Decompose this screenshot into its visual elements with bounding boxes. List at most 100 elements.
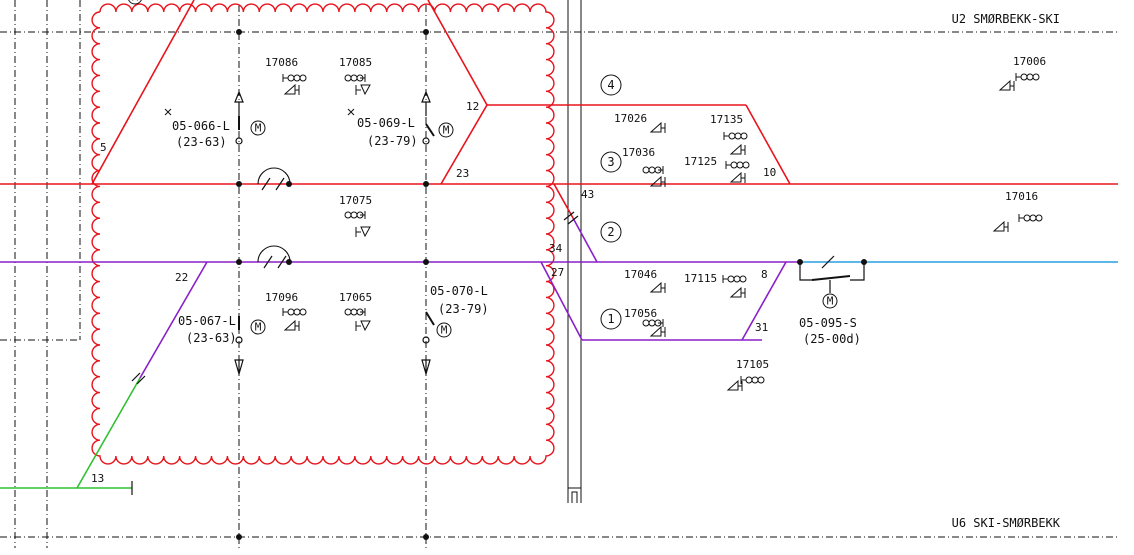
track-number-4: 4 [607,78,614,92]
crossover-12 [427,0,488,106]
switch-range-05-095-S: (25-00d) [803,332,861,346]
signal-17075: 17075 [339,194,372,207]
point-number-13: 13 [91,472,104,485]
signal-17135-lamps [723,132,748,140]
signal-17096-lamps [282,308,307,316]
switch-id-05-066-L: 05-066-L [172,119,230,133]
cross-mark [164,108,172,116]
signal-17105-lamps [740,376,765,384]
track-number-circle-2 [600,221,622,243]
disconnector-symbols [234,90,435,375]
point-number-31: 31 [755,321,768,334]
green-tracks [0,377,141,489]
motor-label: M [441,324,448,337]
switch-range-05-070-L: (23-79) [438,302,489,316]
signal-17065: 17065 [339,291,372,304]
signal-17085-lamps [344,74,366,82]
point-number-10: 10 [763,166,776,179]
signal-17006-aux [998,79,1015,91]
point-number-22: 22 [175,271,188,284]
motor-label: M [255,122,262,135]
motor-icon [822,293,838,309]
signal-17085: 17085 [339,56,372,69]
signal-17115-aux [729,286,746,298]
signal-17135: 17135 [710,113,743,126]
signal-17125-aux [729,171,746,183]
motor-icon [438,122,454,138]
signal-17026-aux [649,121,666,133]
signal-17096: 17096 [265,291,298,304]
insulated-joints [131,177,835,385]
signal-17096-aux [283,319,300,331]
switch-id-05-067-L: 05-067-L [178,314,236,328]
signal-17086-aux [283,83,300,95]
crossover-23 [440,104,488,185]
signal-17046-aux [649,281,666,293]
purple-tracks [0,217,800,379]
track-number-2: 2 [607,225,614,239]
point-number-34: 34 [549,242,563,255]
red-tracks [0,0,1118,219]
switch-range-05-067-L: (23-63) [186,331,237,345]
crossover-10 [745,104,791,185]
motor-icon [128,0,142,5]
point-number-12: 12 [466,100,479,113]
signal-17056: 17056 [624,307,657,320]
switch-05-095-s-symbol [799,262,865,293]
point-number-23: 23 [456,167,469,180]
signal-17016-lamps [1018,214,1043,222]
line-label-top: U2 SMØRBEKK-SKI [952,12,1060,26]
motor-label: M [827,295,834,308]
signal-17036-aux [649,175,666,187]
crossover-43-purple [572,217,598,263]
signal-17036: 17036 [622,146,655,159]
track-number-circle-1 [600,308,622,330]
track-number-1: 1 [607,312,614,326]
switch-id-05-070-L: 05-070-L [430,284,488,298]
cross-mark [347,108,355,116]
switch-id-05-095-S: 05-095-S [799,316,857,330]
signal-17046: 17046 [624,268,657,281]
signal-17115: 17115 [684,272,717,285]
joint-dots [236,29,867,540]
motor-icon [250,120,266,136]
signal-17115-lamps [722,275,747,283]
switch-range-05-069-L: (23-79) [367,134,418,148]
motor-label: M [443,124,450,137]
signal-17086: 17086 [265,56,298,69]
signal-17125: 17125 [684,155,717,168]
signal-17075-aux [355,226,371,238]
signal-17026: 17026 [614,112,647,125]
crossover-13 [76,377,141,489]
revision-cloud [91,3,555,465]
signal-17056-aux [649,325,666,337]
signal-17006-lamps [1015,73,1040,81]
track-number-3: 3 [607,155,614,169]
signal-17105-aux [726,379,743,391]
signal-17016-aux [992,220,1009,232]
signal-17125-lamps [725,161,750,169]
crossover-43-red [553,183,574,219]
signal-17036-lamps [642,166,664,174]
signal-17085-aux [355,84,371,96]
signal-17086-lamps [282,74,307,82]
signal-17056-lamps [642,319,664,327]
point-number-5: 5 [100,141,107,154]
line-label-bottom: U6 SKI-SMØRBEKK [952,516,1061,530]
section-arcs [257,167,291,263]
point-number-43: 43 [581,188,594,201]
point-number-27: 27 [551,266,564,279]
crossover-5 [91,0,195,185]
motor-icon [250,319,266,335]
signal-17016: 17016 [1005,190,1038,203]
crossover-22 [139,261,208,379]
motor-icon [436,322,452,338]
signal-17065-lamps [344,308,366,316]
signal-17006: 17006 [1013,55,1046,68]
switch-id-05-069-L: 05-069-L [357,116,415,130]
bridge [567,0,582,503]
motor-label: M [132,0,139,4]
signal-17135-aux [729,143,746,155]
